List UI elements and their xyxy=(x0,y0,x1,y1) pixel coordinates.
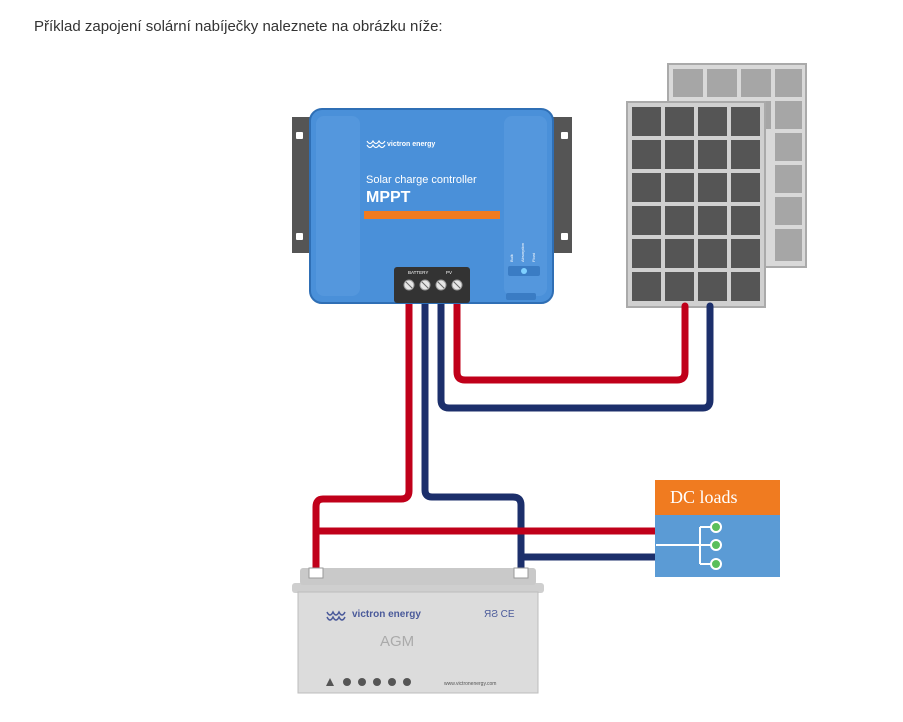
battery-terminal-positive xyxy=(308,567,324,579)
battery-terminal-negative xyxy=(513,567,529,579)
battery-warning-icons xyxy=(326,678,411,686)
battery-website: www.victronenergy.com xyxy=(444,681,496,687)
mounting-bracket-left xyxy=(292,117,314,253)
load-node-2-icon xyxy=(710,539,722,551)
status-label-float: Float xyxy=(531,252,536,262)
load-node-3-icon xyxy=(710,558,722,570)
controller-subtitle: Solar charge controller xyxy=(366,174,477,186)
solar-panel-front xyxy=(626,101,766,308)
battery-brand: victron energy xyxy=(352,609,421,620)
controller-brand: victron energy xyxy=(387,141,435,148)
victron-logo-icon xyxy=(366,139,386,149)
battery-positive-wire xyxy=(312,292,413,579)
dc-loads-box: DC loads xyxy=(655,480,780,577)
load-node-1-icon xyxy=(710,521,722,533)
battery-type: AGM xyxy=(380,633,414,650)
terminal-battery-label: BATTERY xyxy=(408,270,428,275)
battery-negative-wire xyxy=(421,292,525,579)
battery: victron energy ЯϨ CE AGM www.victronener… xyxy=(292,567,544,694)
status-led-indicator xyxy=(521,268,527,274)
status-label-absorption: Absorption xyxy=(520,243,525,262)
battery-logo-icon xyxy=(326,610,346,621)
terminal-pv-label: PV xyxy=(446,270,452,275)
charge-controller: victron energy Solar charge controller M… xyxy=(292,108,572,304)
status-leds: Bulk Absorption Float xyxy=(508,243,540,276)
status-label-bulk: Bulk xyxy=(509,254,514,262)
dc-loads-title: DC loads xyxy=(670,487,738,507)
pv-negative-wire xyxy=(437,292,714,412)
mounting-bracket-right xyxy=(550,117,572,253)
terminal-block: BATTERY PV xyxy=(394,267,470,303)
intro-text: Příklad zapojení solární nabíječky nalez… xyxy=(34,18,443,35)
pv-positive-wire xyxy=(453,292,689,384)
controller-model: MPPT xyxy=(366,189,411,206)
battery-certification-marks: ЯϨ CE xyxy=(484,609,515,620)
controller-accent-bar xyxy=(364,211,500,219)
